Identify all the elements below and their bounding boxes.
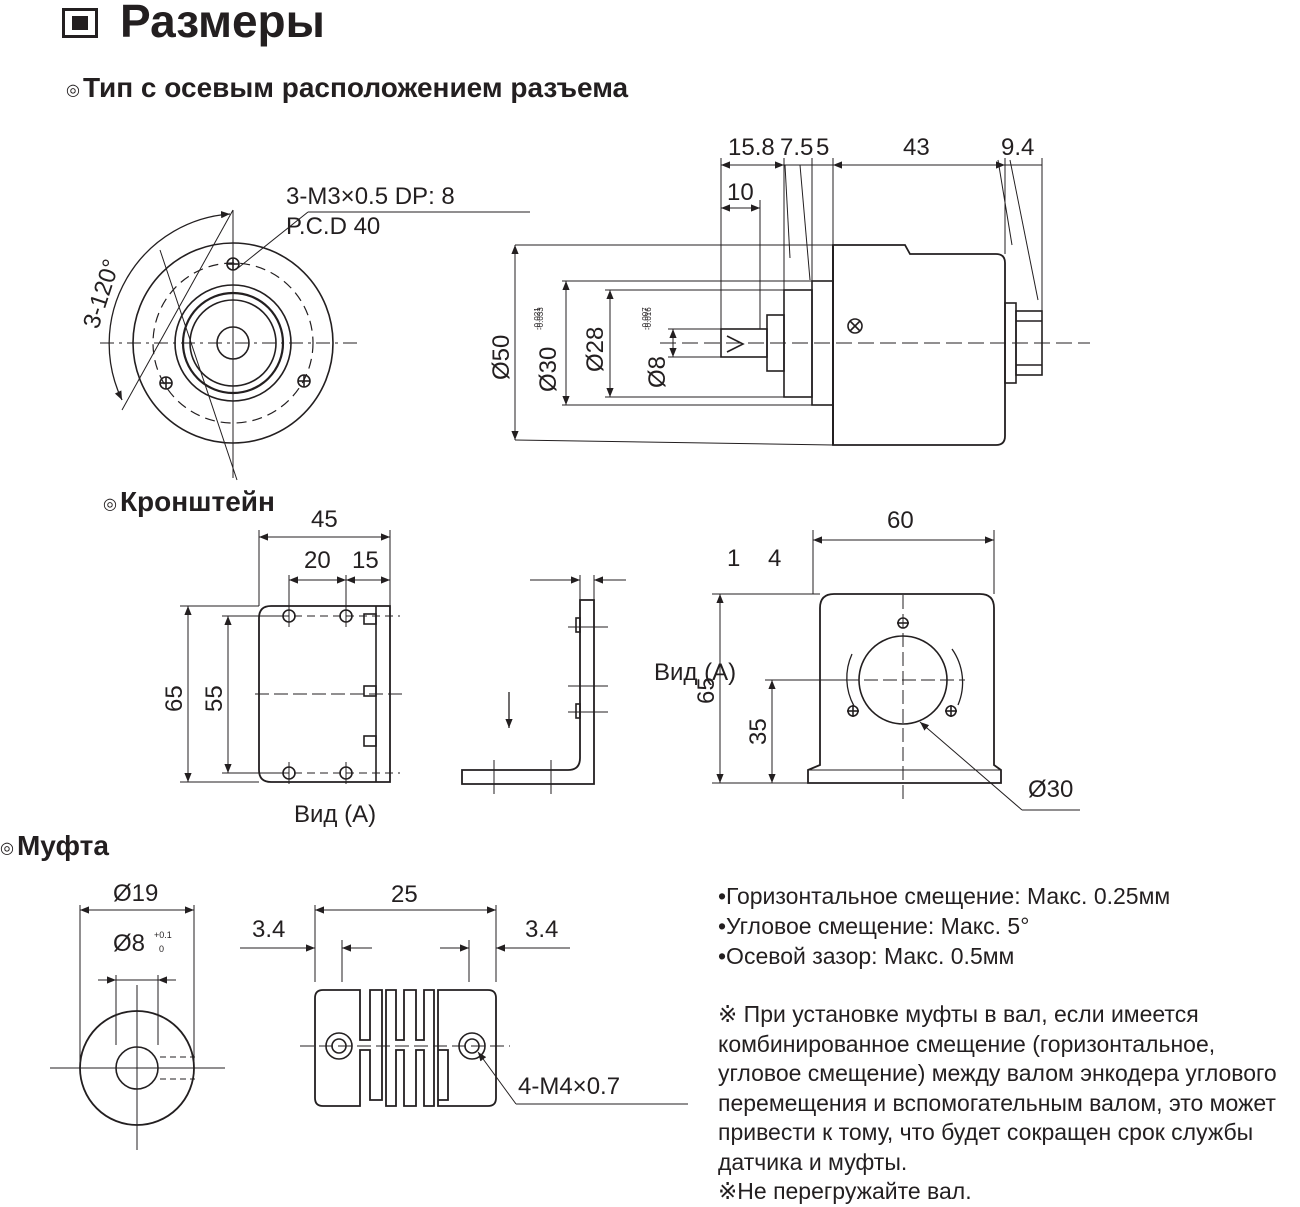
dim-20: 20 bbox=[304, 547, 331, 574]
dim-15-8: 15.8 bbox=[728, 134, 775, 161]
section-coupling-heading: ◎Муфта bbox=[0, 830, 109, 862]
dim-thread: 3-M3×0.5 DP: 8 bbox=[286, 183, 455, 210]
section-bracket-title: Кронштейн bbox=[119, 486, 275, 517]
dim-25: 25 bbox=[391, 881, 418, 908]
dim-7-5: 7.5 bbox=[780, 134, 813, 161]
dim-43: 43 bbox=[903, 134, 930, 161]
dim-d19: Ø19 bbox=[113, 880, 158, 907]
section-marker-icon: ◎ bbox=[103, 495, 117, 513]
spec-horizontal: •Горизонтальное смещение: Макс. 0.25мм bbox=[718, 883, 1171, 909]
section-bracket-heading: ◎Кронштейн bbox=[103, 486, 275, 518]
note-overload: ※Не перегружайте вал. bbox=[718, 1178, 972, 1204]
dim-pcd: P.C.D 40 bbox=[286, 213, 380, 240]
front-view bbox=[100, 209, 530, 481]
dim-d30-tol: -0.021 bbox=[533, 307, 542, 330]
dim-d30: Ø30 bbox=[535, 347, 562, 392]
note-installation: ※ При установке муфты в вал, если имеетс… bbox=[718, 1001, 1277, 1175]
dim-5: 5 bbox=[816, 134, 829, 161]
section-coupling-title: Муфта bbox=[16, 830, 109, 861]
dim-d8-tol2: -0.016 bbox=[644, 307, 653, 330]
dim-55: 55 bbox=[201, 685, 228, 712]
dim-65: 65 bbox=[161, 685, 188, 712]
dim-4: 4 bbox=[768, 545, 781, 572]
dim-60: 60 bbox=[887, 507, 914, 534]
section-marker-icon: ◎ bbox=[66, 81, 80, 99]
dim-coupling-d8: Ø8 bbox=[113, 930, 145, 957]
view-a-label-2: Вид (A) bbox=[654, 659, 736, 686]
dim-10: 10 bbox=[727, 179, 754, 206]
dim-d28: Ø28 bbox=[582, 327, 609, 372]
dim-9-4: 9.4 bbox=[1001, 134, 1034, 161]
section-axial-title: Тип с осевым расположением разъема bbox=[82, 72, 629, 103]
page-title: Размеры bbox=[120, 0, 325, 47]
bracket-view-a bbox=[712, 530, 1080, 811]
dim-3-4-left: 3.4 bbox=[252, 916, 285, 943]
section-marker-icon: ◎ bbox=[0, 839, 14, 857]
dim-tol-plus: +0.1 bbox=[154, 930, 172, 940]
dim-65b: 65 bbox=[693, 677, 720, 704]
dim-3-4-right: 3.4 bbox=[525, 916, 558, 943]
spec-axial: •Осевой зазор: Макс. 0.5мм bbox=[718, 943, 1015, 969]
coupling-side-view bbox=[240, 905, 688, 1107]
dim-15: 15 bbox=[352, 547, 379, 574]
dim-35: 35 bbox=[745, 718, 772, 745]
section-axial-heading: ◎Тип с осевым расположением разъема bbox=[66, 72, 628, 104]
coupling-end-view bbox=[50, 905, 225, 1150]
spec-angular: •Угловое смещение: Макс. 5° bbox=[718, 913, 1030, 939]
dim-d50: Ø50 bbox=[488, 335, 515, 380]
side-view bbox=[511, 158, 1090, 446]
dim-1: 1 bbox=[727, 545, 740, 572]
dim-d30-hole: Ø30 bbox=[1028, 776, 1073, 803]
dim-d8: Ø8 bbox=[644, 356, 671, 388]
view-a-label: Вид (A) bbox=[294, 801, 376, 828]
dim-d30-tol2: -0.033 bbox=[536, 307, 545, 330]
dim-tol-zero: 0 bbox=[159, 944, 164, 954]
dim-screw: 4-M4×0.7 bbox=[518, 1073, 620, 1100]
dim-d8-tol: -0.007 bbox=[641, 307, 650, 330]
bracket-top-view bbox=[180, 530, 405, 784]
title-square-icon bbox=[62, 8, 98, 38]
bracket-side-view bbox=[461, 575, 626, 794]
dim-45: 45 bbox=[311, 506, 338, 533]
